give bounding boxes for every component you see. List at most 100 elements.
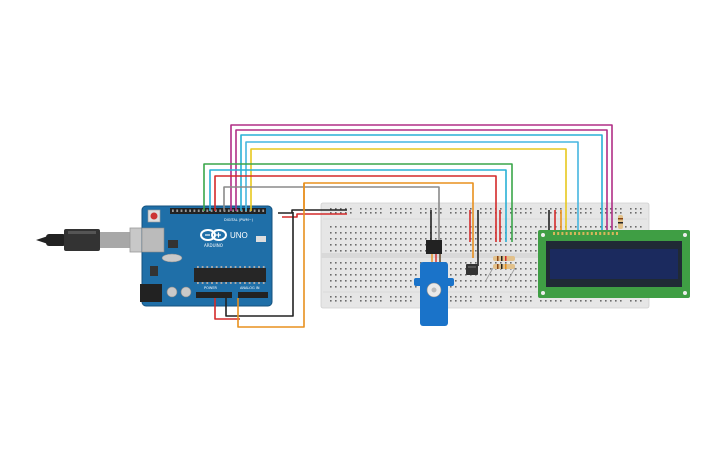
breadboard-hole — [520, 238, 522, 240]
breadboard-hole — [580, 300, 582, 302]
breadboard-hole — [380, 268, 382, 270]
breadboard-hole — [510, 280, 512, 282]
breadboard-hole — [330, 244, 332, 246]
lcd-16x2-display[interactable] — [538, 230, 690, 298]
chip-pin — [197, 266, 199, 268]
breadboard-hole — [420, 250, 422, 252]
breadboard-hole — [415, 262, 417, 264]
lcd-pin — [586, 232, 589, 235]
breadboard-hole — [405, 244, 407, 246]
breadboard-hole — [395, 208, 397, 210]
chip-pin — [206, 282, 209, 284]
arduino-logo — [200, 229, 227, 241]
sensor-component[interactable] — [466, 264, 478, 275]
breadboard-hole — [465, 232, 467, 234]
breadboard-hole — [395, 280, 397, 282]
breadboard-hole — [370, 250, 372, 252]
chip-pin — [262, 282, 265, 284]
breadboard-hole — [475, 232, 477, 234]
wire-cyan-short[interactable] — [209, 169, 507, 242]
wire-red-rail[interactable] — [282, 213, 347, 218]
breadboard-hole — [335, 250, 337, 252]
resistor-pair[interactable] — [484, 256, 516, 283]
breadboard-hole — [510, 232, 512, 234]
breadboard-hole — [405, 250, 407, 252]
digital-pin — [184, 209, 187, 212]
breadboard-hole — [525, 232, 527, 234]
breadboard-hole — [345, 208, 347, 210]
breadboard-hole — [480, 296, 482, 298]
breadboard-hole — [470, 208, 472, 210]
servo-motor[interactable] — [414, 240, 454, 326]
breadboard-hole — [350, 238, 352, 240]
wire-magenta-outer[interactable] — [230, 124, 613, 235]
wire-green-lcd[interactable] — [203, 163, 513, 242]
breadboard-hole — [365, 232, 367, 234]
breadboard-hole — [460, 226, 462, 228]
breadboard-hole — [395, 232, 397, 234]
breadboard-hole — [485, 268, 487, 270]
breadboard-hole — [360, 226, 362, 228]
breadboard-hole — [600, 212, 602, 214]
breadboard-hole — [345, 300, 347, 302]
breadboard-hole — [400, 244, 402, 246]
breadboard-hole — [485, 244, 487, 246]
breadboard-hole — [475, 238, 477, 240]
chip-pin — [239, 266, 242, 268]
breadboard-hole — [370, 262, 372, 264]
breadboard-hole — [455, 300, 457, 302]
breadboard-hole — [395, 268, 397, 270]
breadboard-hole — [390, 212, 392, 214]
lcd-resistor[interactable] — [618, 215, 623, 229]
breadboard-hole — [355, 286, 357, 288]
digital-pin — [253, 209, 256, 212]
breadboard-hole — [485, 226, 487, 228]
breadboard-hole — [485, 274, 487, 276]
breadboard-hole — [515, 296, 517, 298]
wire-yellow[interactable] — [250, 148, 567, 235]
breadboard-hole — [375, 212, 377, 214]
arduino-uno-board[interactable]: DIGITAL (PWM~) UNO ARDUINO POWER ANALOG … — [140, 205, 273, 307]
breadboard-hole — [480, 262, 482, 264]
breadboard-hole — [540, 300, 542, 302]
wire-black-rail[interactable] — [278, 209, 347, 214]
breadboard-hole — [350, 226, 352, 228]
breadboard-hole — [450, 238, 452, 240]
breadboard-hole — [500, 300, 502, 302]
breadboard-hole — [530, 232, 532, 234]
breadboard-hole — [515, 226, 517, 228]
breadboard-hole — [470, 300, 472, 302]
breadboard-hole — [385, 280, 387, 282]
breadboard-hole — [525, 212, 527, 214]
breadboard-hole — [360, 280, 362, 282]
breadboard-hole — [515, 232, 517, 234]
wire-cyan[interactable] — [240, 134, 603, 235]
wire-gray-sensor[interactable] — [223, 186, 440, 242]
breadboard-hole — [375, 268, 377, 270]
breadboard-hole — [490, 296, 492, 298]
wire-black-gnd[interactable] — [225, 212, 294, 317]
breadboard-hole — [375, 262, 377, 264]
breadboard-hole — [495, 280, 497, 282]
wire-red-5v[interactable] — [214, 298, 240, 320]
wire-red-signal[interactable] — [214, 175, 497, 242]
breadboard-hole — [455, 208, 457, 210]
chip-pin — [258, 282, 260, 284]
breadboard-hole — [375, 300, 377, 302]
breadboard-hole — [635, 226, 637, 228]
breadboard-hole — [480, 250, 482, 252]
breadboard-hole — [380, 274, 382, 276]
breadboard-hole — [405, 274, 407, 276]
breadboard-hole — [410, 212, 412, 214]
chip-pin — [206, 266, 209, 268]
breadboard-hole — [505, 262, 507, 264]
breadboard-hole — [370, 274, 372, 276]
wire-orange-analog[interactable] — [237, 183, 305, 328]
breadboard-hole — [585, 300, 587, 302]
breadboard-hole — [365, 238, 367, 240]
breadboard-hole — [380, 244, 382, 246]
breadboard-hole — [350, 244, 352, 246]
breadboard-hole — [520, 280, 522, 282]
breadboard-hole — [390, 232, 392, 234]
breadboard-hole — [410, 274, 412, 276]
